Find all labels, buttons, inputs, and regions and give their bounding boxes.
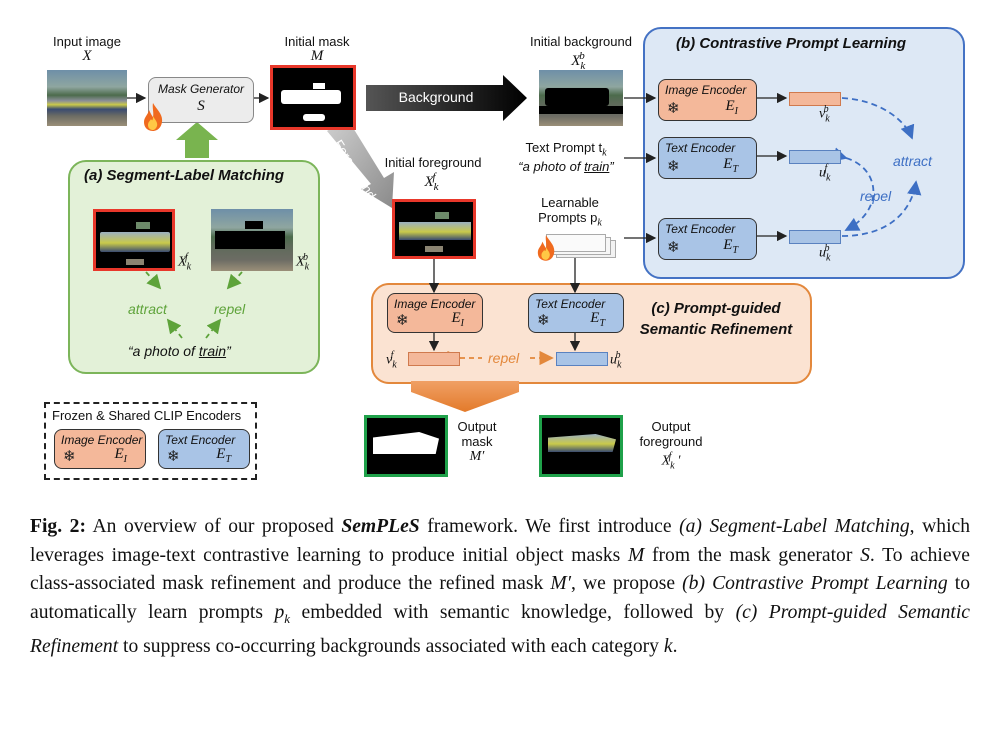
background-arrow-label: Background (398, 89, 474, 105)
panel-a-bg-symbol: Xkb (296, 252, 310, 273)
panel-b-title: (b) Contrastive Prompt Learning (676, 35, 907, 52)
panel-a-repel-label: repel (214, 301, 246, 317)
initial-background-image (539, 70, 623, 126)
output-foreground-label: Output foreground Xkf′ (639, 419, 703, 472)
panel-b-repel-label: repel (860, 188, 892, 204)
panel-b-attract-label: attract (893, 153, 932, 169)
output-foreground-image (539, 415, 623, 477)
panel-c-u-bar (556, 352, 608, 366)
snowflake-icon: ❄ (537, 312, 550, 329)
initial-mask-label: Initial mask M (284, 34, 350, 64)
frozen-encoders-legend (44, 402, 257, 480)
output-mask-label: Output mask M′ (457, 419, 497, 464)
panel-b-text-encoder-top: Text Encoder ❄ ET (658, 137, 757, 179)
legend-text-encoder: Text Encoder ❄ ET (158, 429, 250, 469)
snowflake-icon: ❄ (667, 100, 680, 117)
panel-a-text-prompt: “a photo of train” (128, 343, 231, 359)
panel-a-attract-label: attract (128, 301, 167, 317)
panel-c-v-bar (408, 352, 460, 366)
initial-foreground-label: Initial foreground Xkf (384, 155, 482, 193)
snowflake-icon: ❄ (167, 448, 180, 465)
embedding-u-f-label: ukf (819, 163, 831, 184)
snowflake-icon: ❄ (667, 239, 680, 256)
figure-caption: Fig. 2: An overview of our proposed SemP… (30, 516, 971, 658)
embedding-v-bar (789, 92, 841, 106)
input-image (47, 70, 127, 126)
snowflake-icon: ❄ (63, 448, 76, 465)
legend-image-encoder: Image Encoder ❄ EI (54, 429, 146, 469)
panel-a-title: (a) Segment-Label Matching (84, 167, 285, 184)
panel-a-fg-symbol: Xkf (178, 252, 192, 273)
learnable-prompt-stack (546, 234, 616, 258)
panel-c-title: (c) Prompt-guided Semantic Refinement (639, 300, 793, 338)
panel-b-text-encoder-bottom: Text Encoder ❄ ET (658, 218, 757, 260)
learnable-prompts-label: Learnable Prompts pk (538, 195, 602, 229)
embedding-v-label: vkb (819, 104, 830, 125)
panel-c-repel-label: repel (488, 350, 520, 366)
text-prompt-label: Text Prompt tk “a photo of train” (518, 140, 614, 174)
snowflake-icon: ❄ (667, 158, 680, 175)
initial-foreground-image (392, 199, 476, 259)
panel-b-image-encoder: Image Encoder ❄ EI (658, 79, 757, 121)
panel-c-u-label: ukb (610, 350, 622, 371)
fire-icon (536, 234, 556, 262)
input-image-label: Input image X (53, 34, 121, 64)
diagram-connectors (127, 75, 922, 412)
initial-background-label: Initial background Xkb (530, 34, 632, 72)
embedding-u-b-bar (789, 230, 841, 244)
panel-c-v-label: vkf (386, 350, 397, 371)
embedding-u-f-bar (789, 150, 841, 164)
frozen-legend-title: Frozen & Shared CLIP Encoders (52, 408, 242, 423)
output-mask-image (364, 415, 448, 477)
initial-mask-image (270, 65, 356, 130)
fire-icon (142, 102, 164, 132)
embedding-u-b-label: ukb (819, 243, 831, 264)
panel-c-text-encoder: Text Encoder ❄ ET (528, 293, 624, 333)
panel-c-image-encoder: Image Encoder ❄ EI (387, 293, 483, 333)
panel-a-background-image (211, 209, 293, 271)
panel-a-foreground-image (93, 209, 175, 271)
mask-generator-box: Mask Generator S (148, 77, 254, 123)
snowflake-icon: ❄ (396, 312, 409, 329)
